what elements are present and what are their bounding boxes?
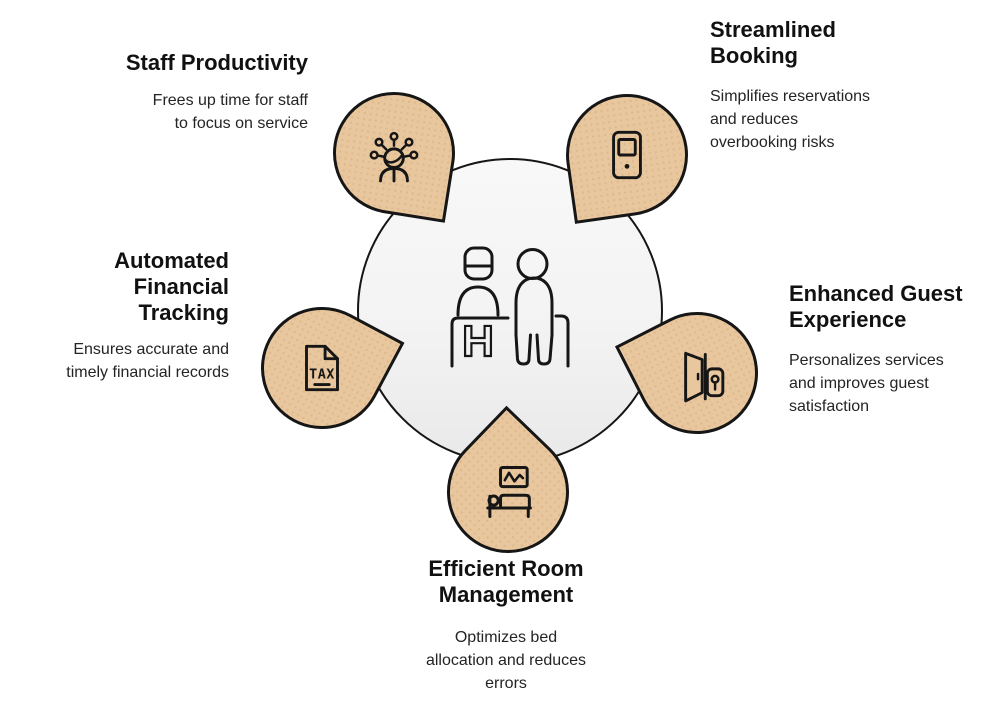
- label-efficient-room-management: Efficient Room Management Optimizes bed …: [378, 556, 634, 695]
- petal-streamlined-booking: [558, 86, 696, 224]
- petal-title: Staff Productivity: [125, 50, 308, 75]
- label-streamlined-booking: Streamlined Booking Simplifies reservati…: [710, 17, 955, 154]
- tablet-icon: [612, 130, 642, 180]
- person-radiating-tasks-icon: [369, 131, 419, 183]
- tax-document-label: TAX: [309, 367, 335, 382]
- petal-description: Simplifies reservations and reduces over…: [710, 87, 871, 151]
- petal-title: Streamlined Booking: [710, 17, 836, 68]
- petal-description: Personalizes services and improves guest…: [789, 351, 944, 415]
- petal-title: Automated Financial Tracking: [114, 248, 229, 325]
- petal-description: Frees up time for staff to focus on serv…: [152, 91, 308, 132]
- label-automated-financial-tracking: Automated Financial Tracking Ensures acc…: [27, 248, 229, 384]
- hotel-sign-letter: H: [462, 317, 494, 366]
- petal-automated-financial-tracking: TAX: [239, 285, 405, 451]
- petal-description: Ensures accurate and timely financial re…: [66, 340, 229, 381]
- petal-title: Enhanced Guest Experience: [789, 281, 963, 332]
- reception-desk-icon: H: [450, 246, 570, 368]
- bed-icon: [486, 465, 532, 519]
- petal-enhanced-guest-experience: [614, 290, 780, 456]
- petal-title: Efficient Room Management: [428, 556, 584, 607]
- label-enhanced-guest-experience: Enhanced Guest Experience Personalizes s…: [789, 281, 994, 418]
- petal-staff-productivity: [324, 83, 464, 223]
- door-keycard-icon: [684, 351, 725, 403]
- label-staff-productivity: Staff Productivity Frees up time for sta…: [60, 50, 308, 135]
- petal-efficient-room-management: [421, 405, 595, 579]
- petal-description: Optimizes bed allocation and reduces err…: [425, 628, 587, 692]
- tax-document-icon: TAX: [305, 344, 339, 392]
